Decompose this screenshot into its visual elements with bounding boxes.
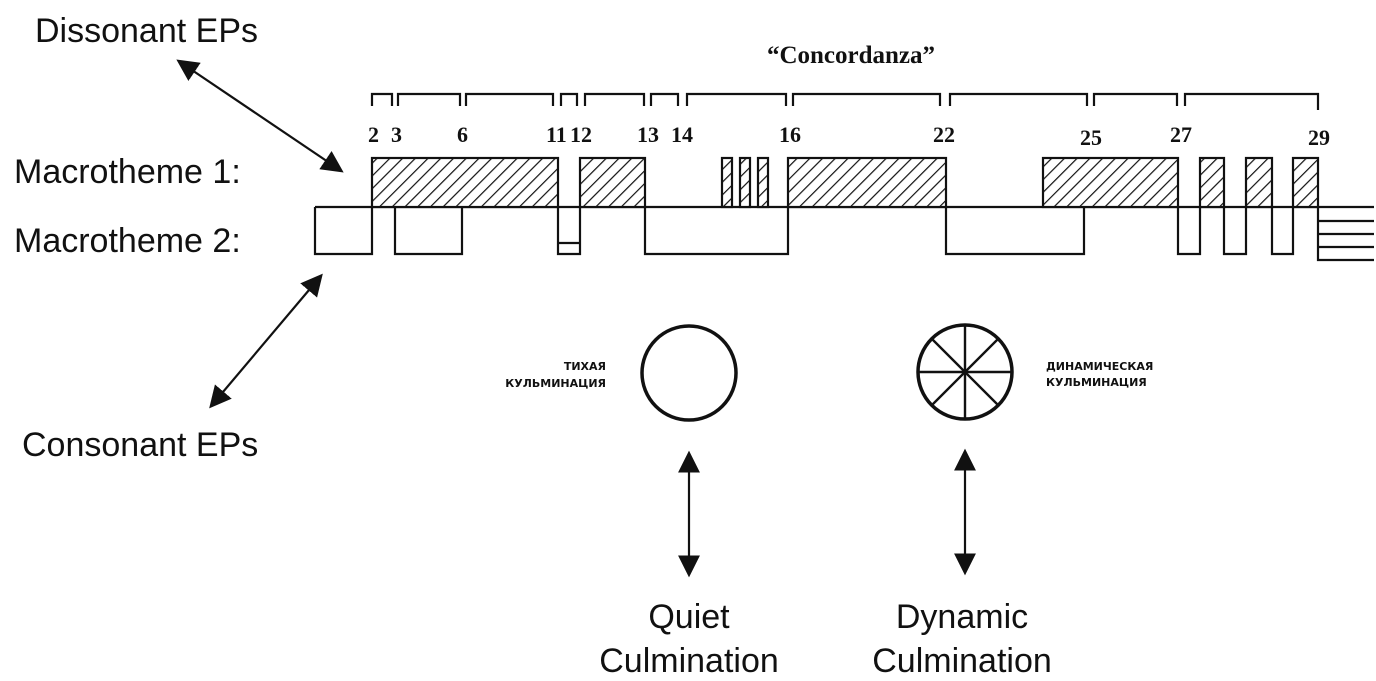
bar-number: 3	[391, 122, 402, 147]
consonant-block	[393, 207, 464, 256]
consonant-block	[1176, 207, 1202, 256]
bar-number: 12	[570, 122, 592, 147]
dynamic-culmination-ru-2: КУЛЬМИНАЦИЯ	[1046, 376, 1147, 389]
figure-title: “Concordanza”	[767, 42, 935, 69]
quiet-label-2: Culmination	[599, 642, 779, 680]
dissonant-block	[370, 156, 560, 209]
quiet-label-1: Quiet	[648, 598, 730, 636]
consonant-block	[313, 207, 374, 256]
macrotheme-1-blocks	[370, 156, 1320, 209]
consonant-block	[1270, 207, 1295, 256]
dissonant-block	[720, 156, 734, 209]
dissonant-block	[738, 156, 752, 209]
macrotheme-2-blocks	[313, 207, 1374, 262]
bar-number: 14	[671, 122, 693, 147]
bar-number: 2	[368, 122, 379, 147]
bar-number: 25	[1080, 125, 1102, 150]
dynamic-label-2: Culmination	[872, 642, 1052, 680]
quiet-culmination-ru-1: ТИХАЯ	[564, 360, 606, 373]
dissonant-block	[756, 156, 770, 209]
bar-number: 16	[779, 122, 801, 147]
dissonant-eps-label: Dissonant EPs	[35, 12, 258, 50]
consonant-block	[1222, 207, 1248, 256]
bar-number: 6	[457, 122, 468, 147]
dynamic-culmination-wheel-icon	[916, 323, 1014, 421]
bar-number: 13	[637, 122, 659, 147]
macrotheme-1-label: Macrotheme 1:	[14, 153, 241, 191]
bar-number: 11	[546, 122, 567, 147]
consonant-block	[944, 207, 1086, 256]
consonant-arrow	[209, 273, 323, 409]
dissonant-block	[1041, 156, 1180, 209]
dissonant-block	[1244, 156, 1274, 209]
bar-number: 22	[933, 122, 955, 147]
dissonant-block	[1198, 156, 1226, 209]
dissonant-block	[1291, 156, 1320, 209]
consonant-block	[643, 207, 790, 256]
bar-numbers: 2 3 6 11 12 13 14 16 22 25 27 29	[368, 122, 1330, 150]
consonant-eps-label: Consonant EPs	[22, 426, 258, 464]
dissonant-block	[786, 156, 948, 209]
consonant-block	[556, 207, 582, 256]
bar-number: 27	[1170, 122, 1192, 147]
dissonant-block	[578, 156, 647, 209]
quiet-culmination-circle-icon	[640, 324, 738, 422]
dynamic-culmination-ru-1: ДИНАМИЧЕСКАЯ	[1046, 360, 1153, 373]
dissonant-arrow	[176, 59, 344, 173]
quiet-culmination-ru-2: КУЛЬМИНАЦИЯ	[505, 377, 606, 390]
consonant-block	[1316, 207, 1374, 262]
macrotheme-2-label: Macrotheme 2:	[14, 222, 241, 260]
section-brackets	[370, 92, 1320, 110]
dynamic-label-1: Dynamic	[896, 598, 1028, 636]
bar-number: 29	[1308, 125, 1330, 150]
